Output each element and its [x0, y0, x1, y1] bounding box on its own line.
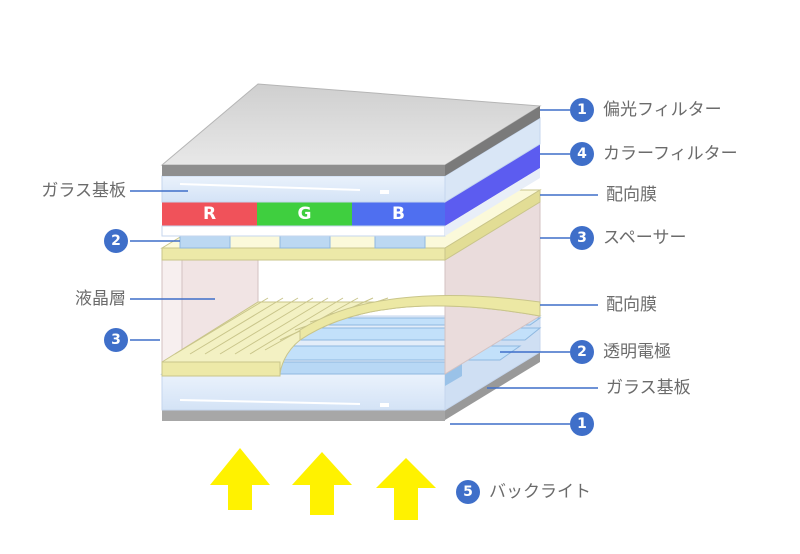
badge-transparent-electrode: 2 [570, 340, 594, 364]
backlight-arrows [210, 448, 436, 520]
badge-color-filter: 4 [570, 142, 594, 166]
leader-lines [130, 109, 598, 425]
label-alignment-bottom: 配向膜 [606, 295, 657, 315]
bottom-alignment-film [161, 295, 541, 377]
badge-electrode-left: 2 [104, 229, 128, 253]
label-polarizer-top: 偏光フィルター [603, 100, 722, 120]
color-filter-green-label: G [297, 204, 312, 224]
label-color-filter: カラーフィルター [603, 144, 738, 164]
backlight-arrow-2 [292, 452, 352, 515]
label-liquid-crystal: 液晶層 [75, 289, 126, 309]
color-filter-red [162, 202, 257, 226]
badge-polarizer-top: 1 [570, 98, 594, 122]
backlight-arrow-3 [376, 458, 436, 520]
badge-spacer-left: 3 [104, 328, 128, 352]
label-alignment-top: 配向膜 [606, 185, 657, 205]
label-glass-top: ガラス基板 [41, 181, 126, 201]
label-transparent-electrode: 透明電極 [603, 342, 671, 362]
badge-backlight: 5 [456, 480, 480, 504]
badge-spacer: 3 [570, 226, 594, 250]
top-glass-substrate [161, 117, 541, 203]
color-filter-blue-label: B [392, 204, 405, 224]
bottom-polarizer [162, 352, 540, 421]
color-filter-green [257, 202, 352, 226]
color-filter-blue [352, 202, 445, 226]
top-polarizer [160, 83, 542, 176]
color-filter [161, 144, 540, 237]
backlight-arrow-1 [210, 448, 270, 510]
badge-polarizer-bottom: 1 [570, 412, 594, 436]
top-spacers [179, 235, 426, 249]
color-filter-red-label: R [202, 204, 217, 224]
label-backlight: バックライト [489, 482, 591, 502]
label-spacer: スペーサー [603, 228, 687, 248]
label-glass-bottom: ガラス基板 [606, 378, 691, 398]
